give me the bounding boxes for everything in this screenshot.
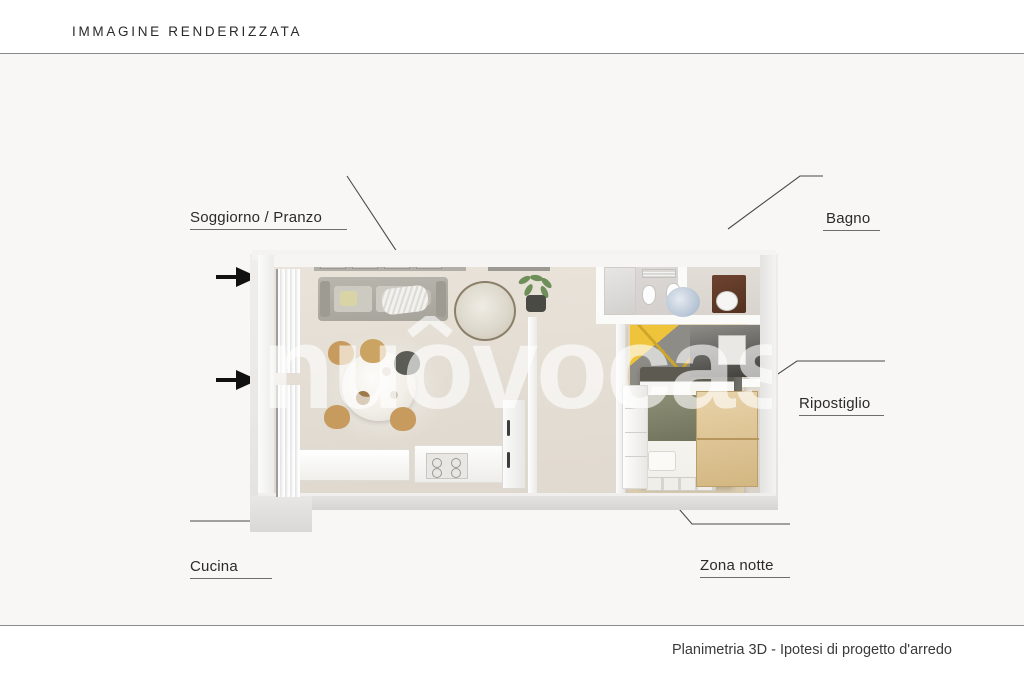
dining-chair bbox=[360, 339, 386, 363]
annotation-underline bbox=[700, 577, 790, 578]
kitchen-hob bbox=[426, 453, 468, 479]
dining-chair bbox=[328, 341, 354, 365]
partition-bath-left bbox=[596, 261, 605, 323]
annotation-label: Zona notte bbox=[700, 557, 774, 574]
coffee-table bbox=[454, 281, 516, 341]
bidet bbox=[642, 285, 656, 305]
annotation-underline bbox=[190, 578, 272, 579]
partition-storage-top bbox=[678, 315, 776, 324]
plant-pot bbox=[516, 273, 556, 315]
annotation-cucina: Cucina bbox=[190, 558, 272, 579]
slab-edge-bottom bbox=[250, 496, 778, 510]
annotation-zona-notte: Zona notte bbox=[700, 557, 790, 578]
washbasin bbox=[716, 291, 738, 311]
partition-bedroom bbox=[616, 321, 625, 497]
exterior-wall-top bbox=[258, 255, 776, 267]
annotation-bagno: Bagno bbox=[823, 210, 880, 231]
dining-chair bbox=[390, 407, 416, 431]
wardrobe bbox=[622, 385, 648, 489]
curtain-lower bbox=[276, 385, 300, 497]
wood-storage-cabinet bbox=[696, 391, 759, 487]
dining-chair bbox=[324, 405, 350, 429]
curtain-upper bbox=[276, 269, 300, 373]
bath-mat bbox=[666, 287, 700, 317]
annotation-label: Soggiorno / Pranzo bbox=[190, 209, 323, 226]
annotation-label: Cucina bbox=[190, 558, 238, 575]
render-canvas: nuovocasa Soggiorno / Pranzo Bagno Ripos… bbox=[0, 54, 1024, 625]
exterior-wall-left bbox=[258, 255, 274, 505]
towel-rail bbox=[642, 269, 676, 278]
footer-caption: Planimetria 3D - Ipotesi di progetto d'a… bbox=[671, 642, 952, 658]
tall-kitchen-unit bbox=[502, 399, 526, 489]
annotation-underline bbox=[190, 229, 347, 230]
page-footer: Planimetria 3D - Ipotesi di progetto d'a… bbox=[0, 625, 1024, 682]
annotation-label: Bagno bbox=[826, 210, 871, 227]
dining-chair bbox=[394, 351, 420, 375]
annotation-underline bbox=[799, 415, 884, 416]
kitchen-counter-left bbox=[284, 449, 410, 481]
storage-box bbox=[718, 335, 746, 365]
page-title: IMMAGINE RENDERIZZATA bbox=[72, 24, 303, 39]
partition-hall bbox=[528, 317, 537, 505]
partition-bath-bottom bbox=[596, 315, 746, 324]
shower-cabin bbox=[604, 267, 636, 315]
floorplan-render bbox=[250, 199, 778, 532]
bed-pillow bbox=[648, 451, 676, 471]
annotation-label: Ripostiglio bbox=[799, 395, 871, 412]
exterior-wall-right bbox=[760, 255, 776, 505]
annotation-soggiorno: Soggiorno / Pranzo bbox=[190, 209, 347, 230]
slab-edge-bottom-left bbox=[250, 496, 312, 532]
page-header: IMMAGINE RENDERIZZATA bbox=[0, 0, 1024, 54]
annotation-underline bbox=[823, 230, 880, 231]
annotation-ripostiglio: Ripostiglio bbox=[799, 395, 884, 416]
